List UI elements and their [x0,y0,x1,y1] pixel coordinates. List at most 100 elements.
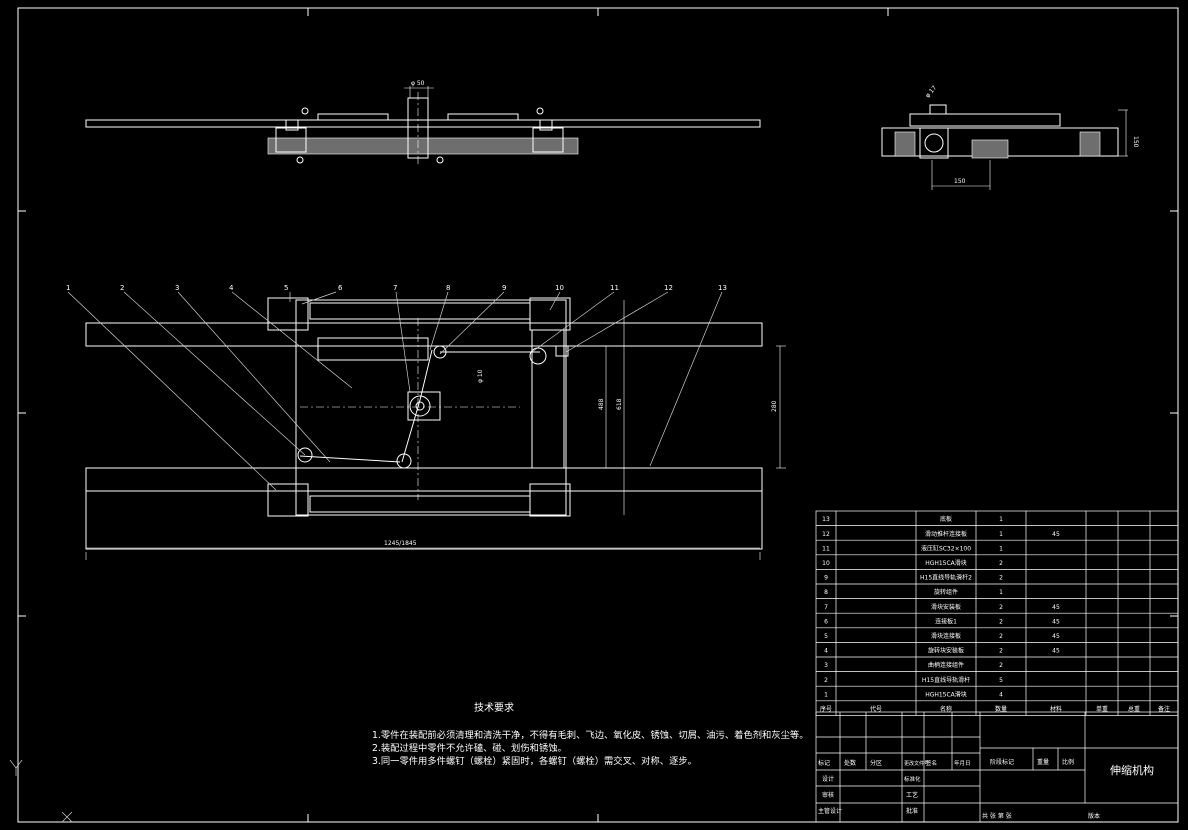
side-view: 150 150 φ 17 [881,84,1139,190]
bom-cell-no: 4 [824,648,828,655]
bom-cell-no: 9 [824,575,828,582]
tb-rev-5: 年月日 [954,759,971,767]
bom-header-single: 单重 [1096,705,1108,713]
leader-lines [67,291,723,491]
bom-cell-qty: 2 [999,560,1003,567]
tb-process: 工艺 [906,791,918,799]
balloon-13: 13 [718,284,727,292]
balloon-12: 12 [664,284,673,292]
bom-cell-no: 10 [822,560,830,567]
tb-stage-0: 阶段标记 [990,758,1014,766]
bom-cell-mat: 45 [1052,648,1060,655]
bom-cell-qty: 2 [999,575,1003,582]
tb-stage-1: 重量 [1037,758,1049,766]
bom-cell-name: 底板 [940,515,952,523]
plan-view: φ 10 [85,297,763,550]
tb-rev-3: 更改文件号 [904,760,929,767]
tb-sheet: 共 张 第 张 [982,812,1012,820]
front-dim-top: φ 50 [411,80,425,87]
tb-version: 版本 [1088,812,1100,820]
bom-cell-no: 3 [824,662,828,669]
tb-stage-2: 比例 [1062,758,1074,766]
bom-cell-mat: 45 [1052,633,1060,640]
bom-cell-name: H15直线导轨滑杆2 [920,574,972,582]
border-ticks [18,8,1178,822]
tb-rev-1: 处数 [844,759,856,767]
bom-cell-no: 5 [824,633,828,640]
plan-dim-small: φ 10 [477,369,484,383]
bom-cell-no: 7 [824,604,828,611]
bom-cell-qty: 2 [999,618,1003,625]
bom-cell-name: 连接板1 [935,617,957,625]
tech-line-3: 3.同一零件用多件螺钉（螺栓）紧固时，各螺钉（螺栓）需交叉、对称、逐步。 [372,755,697,767]
plan-dim-overall: 1245/1845 [384,540,417,547]
balloon-6: 6 [338,284,343,292]
bom-cell-qty: 1 [999,516,1003,523]
balloon-10: 10 [555,284,564,292]
bom-cell-name: HGH15CA滑块 [925,559,967,567]
bom-cell-mat: 45 [1052,604,1060,611]
bom-cell-mat: 45 [1052,618,1060,625]
tb-designer: 设计 [822,775,834,783]
balloon-9: 9 [502,284,506,292]
bom-header-no: 序号 [820,705,832,713]
tech-title: 技术要求 [474,701,514,714]
title-block: 标记 处数 分区 更改文件号 签名 年月日 设计 标准化 审核 工艺 主管设计 … [815,711,1179,823]
bom-cell-name: 液压缸SC32×100 [921,544,971,552]
tb-rev-4: 签名 [926,759,937,767]
bom-header-mat: 材料 [1050,705,1062,713]
bom-cell-qty: 2 [999,604,1003,611]
plan-dim-h3: 280 [771,400,778,412]
tb-rev-2: 分区 [870,759,882,767]
bom-cell-name: 滑块安装板 [931,603,961,611]
bom-cell-no: 6 [824,618,828,625]
balloon-4: 4 [229,284,234,292]
balloon-3: 3 [175,284,179,292]
tb-checker: 审核 [822,791,834,799]
plan-dimensions: 1245/1845 488 618 280 [85,300,786,560]
balloon-8: 8 [446,284,450,292]
side-dim-angle: φ 17 [924,84,938,99]
bom-cell-name: H15直线导轨滑杆 [922,676,970,684]
bom-cell-no: 8 [824,589,828,596]
tech-line-2: 2.装配过程中零件不允许磕、碰、划伤和锈蚀。 [372,742,567,754]
bom-header-code: 代号 [870,705,882,713]
side-dim-width: 150 [954,178,966,185]
bom-cell-qty: 2 [999,662,1003,669]
bom-cell-no: 1 [824,691,828,698]
tech-line-1: 1.零件在装配前必须清理和清洗干净，不得有毛刺、飞边、氧化皮、锈蚀、切屑、油污、… [372,729,809,741]
balloon-1: 1 [66,284,70,292]
bom-cell-name: 旋转组件 [934,588,958,596]
front-view: φ 50 [85,80,761,164]
balloon-7: 7 [393,284,397,292]
bom-cell-qty: 2 [999,648,1003,655]
bom-cell-name: 旋转块安装板 [928,647,964,655]
bom-cell-qty: 1 [999,545,1003,552]
bom-cell-name: 滑动推杆连接板 [925,530,967,538]
balloon-5: 5 [284,284,288,292]
bom-cell-qty: 5 [999,677,1003,684]
drawing-border [17,7,1179,823]
bom-cell-qty: 4 [999,691,1003,698]
drawing-name: 伸缩机构 [1110,763,1154,777]
balloon-labels: 1 2 3 4 5 6 7 8 9 10 11 12 13 [66,284,727,292]
bom-cell-name: 滑块连接板 [931,632,961,640]
tb-rev-0: 标记 [818,759,830,767]
bom-cell-no: 11 [822,545,830,552]
tech-requirements: 技术要求 1.零件在装配前必须清理和清洗干净，不得有毛刺、飞边、氧化皮、锈蚀、切… [372,701,809,767]
bom-header-total: 总重 [1128,705,1140,713]
tb-standard: 标准化 [904,775,921,783]
bom-header-qty: 数量 [995,705,1007,713]
side-dim-height: 150 [1132,136,1139,148]
plan-dim-h2: 618 [616,398,623,410]
bom-cell-no: 12 [822,531,830,538]
bom-cell-name: 曲柄连接组件 [928,661,964,669]
balloon-2: 2 [120,284,124,292]
bom-cell-no: 2 [824,677,828,684]
bom-cell-name: HGH15CA滑块 [925,690,967,698]
bom-header-name: 名称 [940,705,952,713]
plan-dim-h1: 488 [598,398,605,410]
bom-cell-no: 13 [822,516,830,523]
